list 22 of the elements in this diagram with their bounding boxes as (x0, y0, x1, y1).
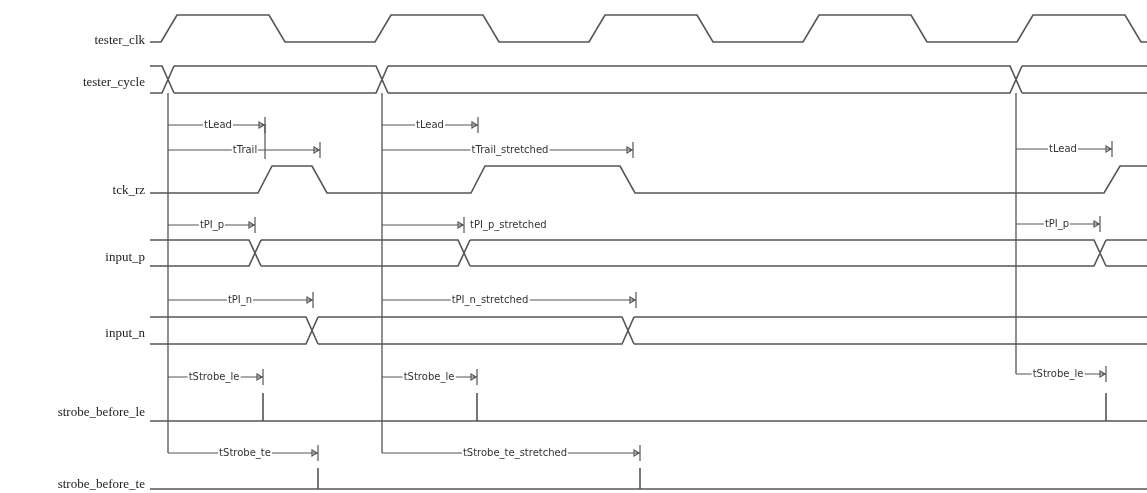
timing-label: tPI_n_stretched (450, 294, 530, 306)
timing-label: tPI_n (226, 294, 254, 306)
signal-name: strobe_before_te (57, 476, 145, 492)
timing-label: tPI_p (198, 219, 226, 231)
timing-label: tPI_p (1043, 218, 1071, 230)
signal-name: tester_cycle (82, 74, 145, 90)
timing-label: tStrobe_te_stretched (461, 447, 569, 459)
timing-label: tTrail (231, 144, 259, 156)
signal-name: input_p (105, 249, 145, 265)
signal-name: tester_clk (94, 32, 145, 48)
timing-label: tLead (415, 119, 445, 131)
signal-name: input_n (105, 325, 145, 341)
timing-label: tTrail_stretched (470, 144, 550, 156)
timing-label: tStrobe_le (187, 371, 241, 383)
timing-label: tLead (1048, 143, 1078, 155)
signal-name: strobe_before_le (57, 404, 145, 420)
timing-label: tStrobe_le (1031, 368, 1085, 380)
timing-label: tStrobe_te (218, 447, 272, 459)
timing-label: tPI_p_stretched (469, 219, 548, 231)
timing-label: tStrobe_le (402, 371, 456, 383)
timing-label: tLead (203, 119, 233, 131)
signal-name: tck_rz (112, 182, 145, 198)
